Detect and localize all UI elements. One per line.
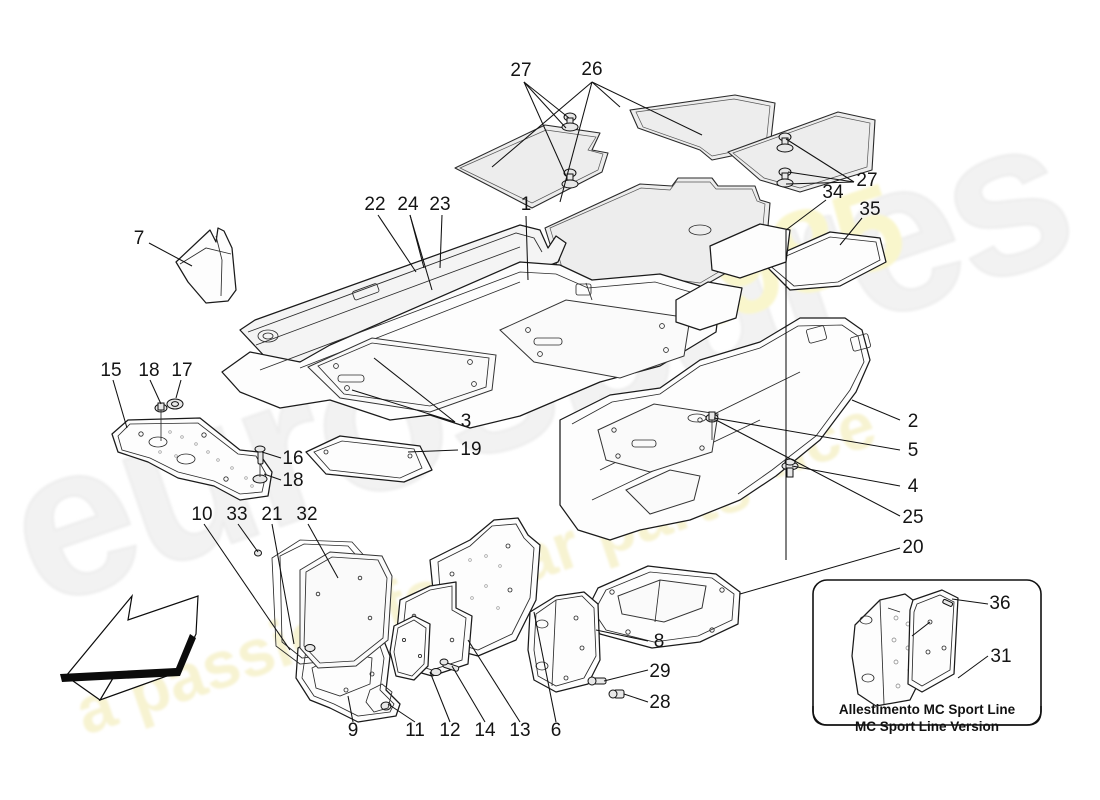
inset-caption-line1: Allestimento MC Sport Line [838, 702, 1016, 717]
callout-number-13: 13 [509, 720, 531, 741]
inset-mc-sport-line [812, 579, 1042, 726]
inset-callout-number-36: 36 [989, 593, 1011, 614]
inset-caption-line2: MC Sport Line Version [854, 718, 1000, 734]
part-19-plate [305, 435, 433, 483]
callout-number-3: 3 [460, 411, 472, 432]
callout-number-11: 11 [405, 720, 425, 741]
callout-number-34: 34 [822, 182, 844, 203]
callout-number-4: 4 [907, 476, 919, 497]
callout-number-24: 24 [397, 194, 419, 215]
callout-number-23: 23 [429, 194, 451, 215]
callout-number-17: 17 [171, 360, 193, 381]
callout-number-10: 10 [191, 504, 213, 525]
fastener-17-18-left [154, 398, 184, 441]
floor-mat-front-left [454, 124, 609, 209]
callout-number-18: 18 [138, 360, 160, 381]
part-8-bracket [527, 591, 601, 693]
callout-number-6: 6 [550, 720, 562, 741]
part-20-frame [585, 565, 741, 649]
callout-number-16: 16 [282, 448, 304, 469]
inset-caption: Allestimento MC Sport Line MC Sport Line… [839, 702, 1015, 736]
callout-number-28: 28 [649, 692, 671, 713]
callout-number-25: 25 [902, 507, 924, 528]
part-15-underfloor-panel [111, 417, 273, 501]
callout-number-29: 29 [649, 661, 671, 682]
callout-number-9: 9 [347, 720, 359, 741]
callout-number-32: 32 [296, 504, 318, 525]
part-7-trim-wedge [175, 227, 237, 304]
fastener-group-27-right [776, 132, 794, 188]
fastener-29-28 [587, 676, 625, 699]
part-10-21-32-mats [254, 539, 393, 669]
callout-number-27: 27 [856, 170, 878, 191]
callout-number-12: 12 [439, 720, 461, 741]
callout-number-21: 21 [261, 504, 283, 525]
part-1-main-carpet [221, 224, 721, 429]
callout-number-18: 18 [282, 470, 304, 491]
callout-number-7: 7 [133, 228, 145, 249]
callout-number-26: 26 [581, 59, 603, 80]
callout-number-2: 2 [907, 411, 919, 432]
vehicle-front-direction-arrow [60, 593, 199, 702]
part-12-small-bracket [389, 615, 442, 681]
callout-number-5: 5 [907, 440, 919, 461]
callout-number-27: 27 [510, 60, 532, 81]
callout-number-8: 8 [653, 631, 665, 652]
inset-callout-number-31: 31 [990, 646, 1012, 667]
part-11-detail [365, 683, 393, 713]
fastener-16-18 [252, 445, 268, 484]
fastener-5 [705, 411, 719, 440]
leader-lines [112, 81, 901, 723]
callout-number-1: 1 [520, 194, 532, 215]
callout-number-35: 35 [859, 199, 881, 220]
callout-number-20: 20 [902, 537, 924, 558]
fastener-14 [439, 658, 460, 672]
callout-number-19: 19 [460, 439, 482, 460]
callout-number-33: 33 [226, 504, 248, 525]
callout-number-22: 22 [364, 194, 386, 215]
part-2-rear-carpet [559, 223, 887, 541]
callout-number-15: 15 [100, 360, 122, 381]
callout-number-14: 14 [474, 720, 496, 741]
